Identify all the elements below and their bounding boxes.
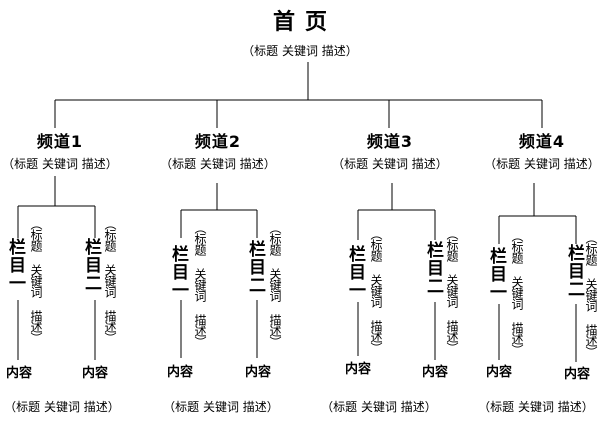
- home-subtitle: （标题 关键词 描述）: [242, 44, 358, 58]
- content-2-1: 内容: [166, 365, 193, 380]
- content-3-2: 内容: [421, 365, 448, 380]
- content-2-subtitle: （标题 关键词 描述）: [163, 400, 279, 414]
- channel-3-subtitle: （标题 关键词 描述）: [332, 157, 448, 171]
- column-3-2-subtitle: （标题 关键词 描述）: [445, 228, 459, 353]
- home-title: 首页: [272, 10, 337, 35]
- column-4-2-subtitle: （标题 关键词 描述）: [584, 232, 598, 357]
- column-2-2-subtitle: （标题 关键词 描述）: [268, 222, 282, 347]
- content-3-1: 内容: [344, 362, 371, 377]
- column-1-1-subtitle: （标题 关键词 描述）: [29, 218, 43, 343]
- column-4-1-subtitle: （标题 关键词 描述）: [510, 230, 524, 355]
- content-2-2: 内容: [244, 365, 271, 380]
- channel-1-subtitle: （标题 关键词 描述）: [2, 157, 118, 171]
- column-2-1-subtitle: （标题 关键词 描述）: [193, 222, 207, 347]
- column-4-1-title: 栏目一: [486, 247, 506, 301]
- content-3-subtitle: （标题 关键词 描述）: [321, 400, 437, 414]
- column-2-2-title: 栏目二: [245, 240, 265, 294]
- content-4-subtitle: （标题 关键词 描述）: [478, 400, 594, 414]
- channel-4-title: 频道4: [518, 132, 566, 151]
- content-1-2: 内容: [81, 366, 108, 381]
- channel-1-title: 频道1: [36, 132, 84, 151]
- content-1-subtitle: （标题 关键词 描述）: [4, 400, 120, 414]
- content-4-1: 内容: [485, 365, 512, 380]
- column-4-2-title: 栏目二: [564, 244, 584, 298]
- channel-3-title: 频道3: [366, 132, 414, 151]
- column-1-2-subtitle: （标题 关键词 描述）: [103, 218, 117, 343]
- channel-4-subtitle: （标题 关键词 描述）: [484, 157, 600, 171]
- channel-2-title: 频道2: [194, 132, 242, 151]
- column-2-1-title: 栏目一: [168, 245, 188, 299]
- column-3-1-subtitle: （标题 关键词 描述）: [369, 228, 383, 353]
- column-3-2-title: 栏目二: [423, 241, 443, 295]
- channel-2-subtitle: （标题 关键词 描述）: [160, 157, 276, 171]
- column-1-2-title: 栏目二: [81, 238, 101, 292]
- column-3-1-title: 栏目一: [345, 245, 365, 299]
- content-1-1: 内容: [5, 366, 32, 381]
- content-4-2: 内容: [563, 367, 590, 382]
- column-1-1-title: 栏目一: [5, 238, 25, 292]
